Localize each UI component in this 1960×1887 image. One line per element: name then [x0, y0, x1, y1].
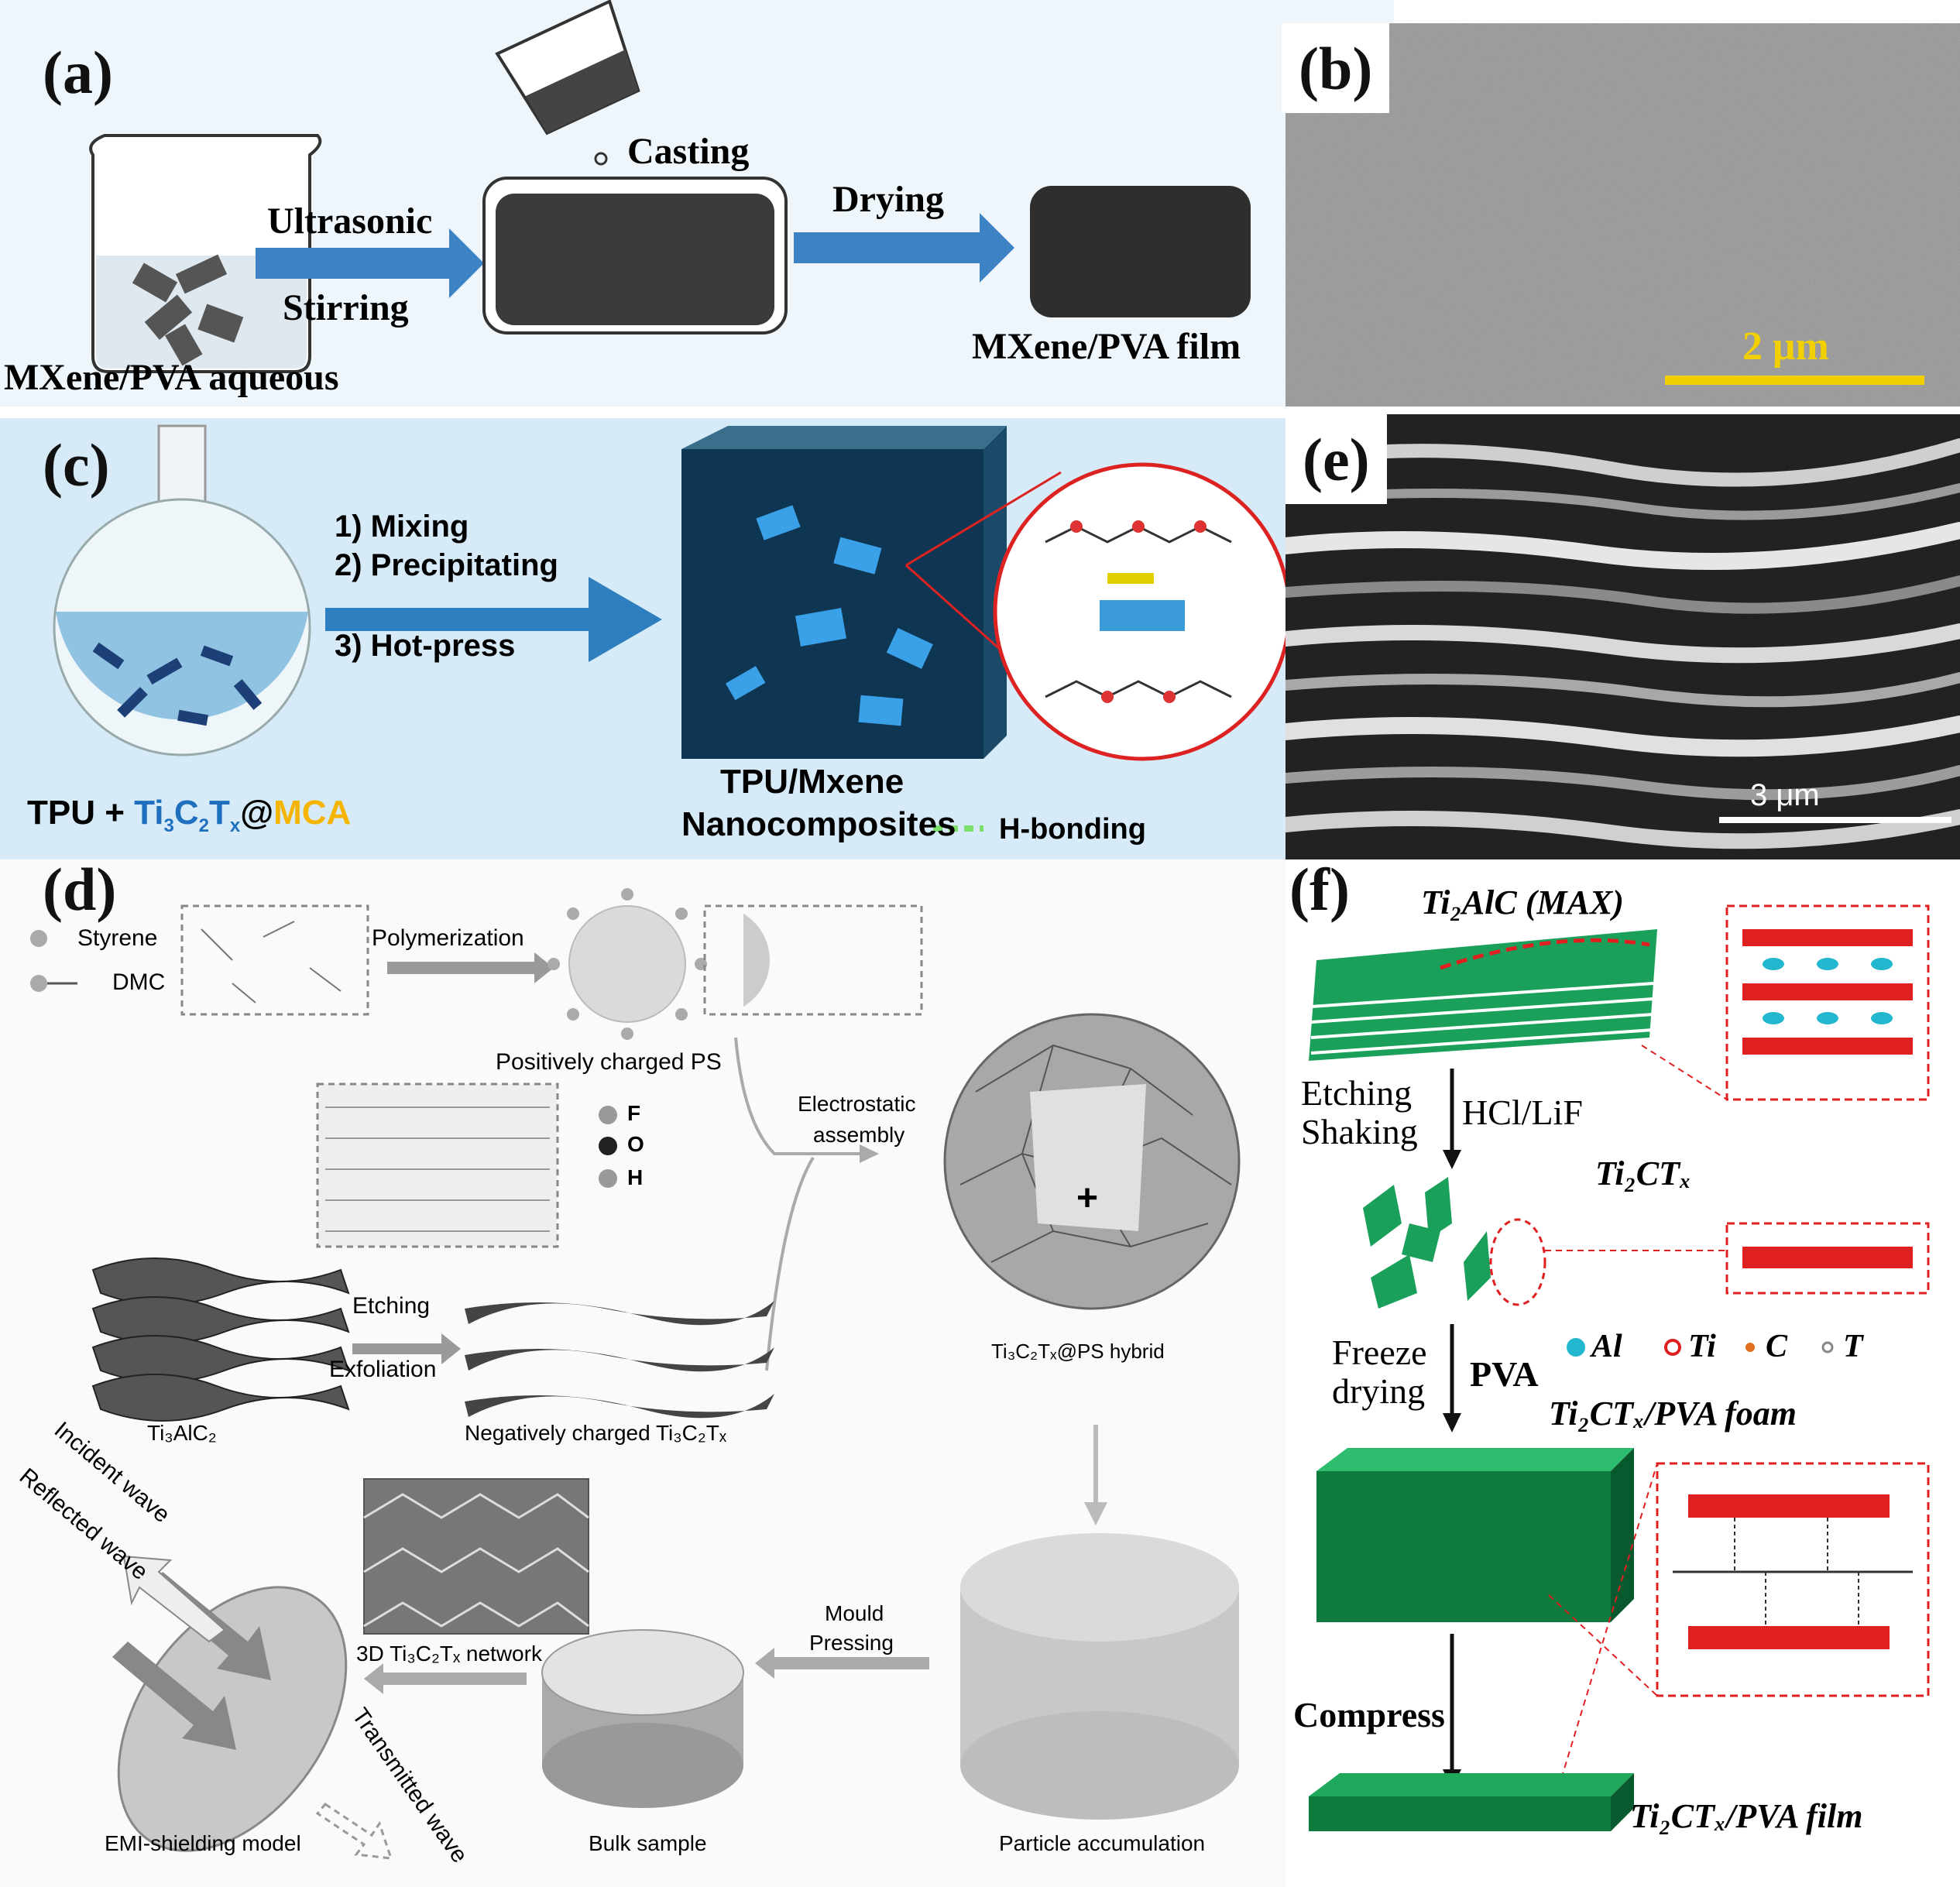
flask-icon [53, 424, 311, 757]
hybrid-label: Ti₃C₂Tₓ@PS hybrid [991, 1340, 1165, 1363]
panel-b: 2 μm [1285, 23, 1960, 407]
arrow-icon [352, 1333, 461, 1364]
particle-cylinder-icon [960, 1533, 1239, 1820]
max-stack-icon [91, 1257, 350, 1422]
scale-bar-label: 2 μm [1742, 324, 1829, 369]
panel-c-graphics [53, 424, 1285, 832]
panel-a: (a) Ultrasonic Stirring Casting Drying M… [0, 0, 1394, 407]
product-line2: Nanocomposites [681, 805, 956, 843]
freeze-label: Freeze [1332, 1333, 1427, 1372]
accumulation-label: Particle accumulation [999, 1831, 1206, 1855]
ps-sphere [568, 905, 686, 1023]
network-label: 3D Ti₃C₂Tₓ network [356, 1642, 542, 1666]
panel-e-label: (e) [1285, 414, 1387, 504]
hbond-label: H-bonding [999, 813, 1146, 846]
foam-title: Ti₂CTₓ/PVA foam [1549, 1395, 1797, 1432]
formula-label: TPU + Ti3C2Tx@MCA [27, 794, 352, 836]
electrostatic-label: Electrostatic [798, 1092, 916, 1116]
mould-label: Mould [825, 1601, 884, 1625]
mxene-title: Ti₂CTₓ [1595, 1155, 1691, 1192]
hcl-label: HCl/LiF [1462, 1093, 1583, 1132]
beaker-icon [89, 134, 322, 373]
arrow-icon [364, 1663, 527, 1694]
max-phase-label: Ti₃AlC₂ [147, 1421, 217, 1445]
panel-b-label: (b) [1282, 23, 1390, 113]
mxene-sheets-icon [465, 1301, 774, 1419]
casting-tray-icon [482, 177, 788, 335]
step-ultrasonic: Ultrasonic [267, 201, 433, 242]
polymerization-label: Polymerization [372, 925, 524, 951]
incident-arrow-icon [112, 1642, 236, 1750]
panel-e-graphics [1285, 438, 1960, 849]
scale-bar-label: 3 μm [1750, 778, 1820, 812]
arrow-icon [256, 228, 484, 298]
sem-texture [1285, 23, 1960, 407]
mxene-flakes-icon [1363, 1177, 1491, 1309]
bulk-sample-icon [541, 1629, 744, 1808]
reflected-arrow-icon [122, 1555, 226, 1643]
panel-c: 1) Mixing 2) Precipitating 3) Hot-press … [0, 418, 1285, 859]
legend-c: C [1766, 1329, 1788, 1364]
panel-d-graphics [30, 888, 1241, 1860]
step-hot-press: 3) Hot-press [335, 629, 516, 663]
scale-bar [1665, 376, 1924, 385]
max-stack-icon [1309, 929, 1657, 1061]
positive-ps-label: Positively charged PS [496, 1049, 722, 1075]
panel-a-label: (a) [43, 39, 113, 106]
panel-f-graphics [1309, 904, 1930, 1831]
legend-al: Al [1591, 1329, 1622, 1364]
negative-mxene-label: Negatively charged Ti₃C₂Tₓ [465, 1421, 727, 1445]
pressing-label: Pressing [809, 1631, 894, 1655]
film-icon [1030, 186, 1251, 317]
shaking-label: Shaking [1301, 1112, 1418, 1151]
plus-sign: + [1076, 1178, 1099, 1219]
film-block-icon [1309, 1773, 1634, 1831]
solution-label: MXene/PVA aqueous [4, 357, 339, 398]
product-line1: TPU/Mxene [720, 763, 904, 801]
legend-t: T [1843, 1329, 1863, 1364]
foam-block-icon [1316, 1448, 1634, 1622]
legend-o: O [627, 1132, 644, 1156]
scale-bar [1719, 817, 1951, 823]
panel-c-label: (c) [43, 431, 110, 499]
dmc-label: DMC [112, 969, 166, 995]
step-drying: Drying [832, 179, 944, 220]
panel-f: (f) Ti₂AlC (MAX) Etching Shaking HCl/LiF… [1285, 859, 1960, 1887]
max-title: Ti₂AlC (MAX) [1421, 883, 1624, 921]
transmitted-arrow-icon [315, 1803, 393, 1860]
panel-e: 3 μm [1285, 414, 1960, 859]
panel-f-label: (f) [1289, 859, 1350, 923]
legend-f: F [627, 1101, 641, 1125]
legend-ti: Ti [1688, 1329, 1716, 1364]
drying-label: drying [1332, 1371, 1426, 1411]
step-casting: Casting [627, 131, 750, 172]
exfoliation-label: Exfoliation [329, 1357, 437, 1382]
etching-label: Etching [352, 1293, 431, 1319]
assembly-label: assembly [813, 1123, 905, 1147]
pva-label: PVA [1470, 1354, 1539, 1394]
arrow-icon [325, 577, 662, 662]
panel-d-label: (d) [43, 859, 117, 923]
legend-h: H [627, 1165, 644, 1189]
arrow-icon [794, 213, 1014, 283]
panel-a-graphics [89, 0, 1251, 373]
cube-icon [681, 426, 1007, 759]
film-title: Ti₂CTₓ/PVA film [1630, 1797, 1863, 1835]
etching-label: Etching [1301, 1073, 1413, 1113]
cup-icon [495, 0, 640, 136]
step-precipitating: 2) Precipitating [335, 548, 558, 582]
step-mixing: 1) Mixing [335, 509, 469, 544]
arrow-icon [860, 1144, 879, 1163]
emi-model-label: EMI-shielding model [105, 1831, 301, 1855]
styrene-label: Styrene [77, 925, 158, 951]
panel-d: (d) Styrene DMC Polymerization Positivel… [0, 859, 1285, 1887]
arrow-icon [387, 952, 554, 983]
compress-label: Compress [1293, 1695, 1445, 1734]
arrow-icon [755, 1648, 929, 1679]
film-label: MXene/PVA film [972, 326, 1241, 367]
step-stirring: Stirring [283, 287, 409, 328]
bulk-label: Bulk sample [589, 1831, 707, 1855]
